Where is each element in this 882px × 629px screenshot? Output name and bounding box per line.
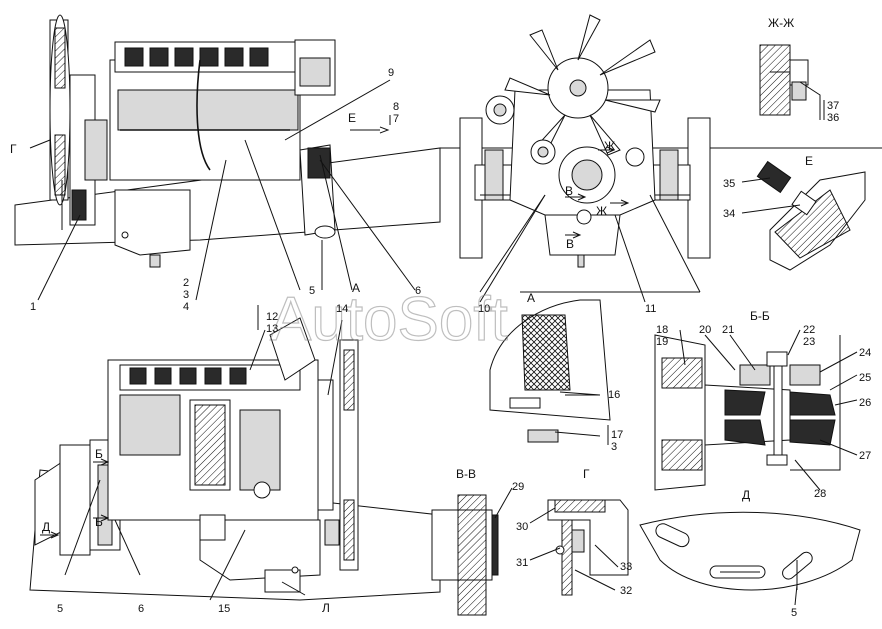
arrow-labels: Г Е А В Ж Ж В Б Б Д: [10, 111, 615, 534]
arrow-label-e: Е: [348, 111, 356, 125]
engine-front-view: [440, 14, 882, 293]
callout-15: 15: [218, 603, 230, 615]
callout-2: 2: [183, 277, 189, 289]
oil-pan-front: [544, 214, 621, 256]
callout-4: 4: [183, 301, 189, 313]
callout-37: 37: [827, 100, 839, 112]
callout-31: 31: [516, 557, 528, 569]
engine-side-view-top: [14, 14, 441, 268]
callout-3b: 3: [611, 441, 617, 453]
view-a-detail: [489, 299, 611, 443]
view-g-detail: [547, 499, 629, 596]
label-view-g: Г: [583, 467, 590, 481]
watermark-text: AutoSoft: [270, 285, 508, 354]
front-mount-top: [71, 189, 87, 221]
arrow-label-d: Д: [42, 520, 50, 534]
callout-30: 30: [516, 521, 528, 533]
fan-blades-front: [504, 14, 661, 156]
callout-numbers: 1 2 3 4 5 6 7 8 9 10 11 12 13 14 15 16 1…: [30, 67, 871, 619]
label-view-e: Е: [805, 154, 813, 168]
arrow-label-a: А: [352, 281, 360, 295]
callout-21: 21: [722, 324, 734, 336]
callout-3: 3: [183, 289, 189, 301]
mount-bolt-bb: [773, 365, 783, 457]
arrow-label-v2: В: [566, 237, 574, 251]
arrow-label-zh2: Ж: [596, 204, 607, 218]
arrow-label-zh1: Ж: [604, 139, 615, 153]
label-view-l: Л: [322, 601, 330, 615]
callout-34: 34: [723, 208, 735, 220]
callout-5a: 5: [309, 285, 315, 297]
callout-22: 22: [803, 324, 815, 336]
callout-29: 29: [512, 481, 524, 493]
arrow-label-b2: Б: [95, 515, 103, 529]
cylinder-head-bottom: [129, 367, 247, 385]
callout-14: 14: [336, 303, 348, 315]
oil-sump-top: [114, 189, 191, 256]
callout-27: 27: [859, 450, 871, 462]
callout-5c: 5: [791, 607, 797, 619]
label-section-vv: В-В: [456, 467, 476, 481]
callout-36: 36: [827, 112, 839, 124]
callout-20: 20: [699, 324, 711, 336]
cylinder-head-bolts: [124, 47, 269, 67]
frame-right-front: [687, 117, 711, 259]
callout-12: 12: [266, 311, 278, 323]
section-zh-zh: [759, 44, 821, 120]
callout-5b: 5: [57, 603, 63, 615]
callout-10: 10: [478, 303, 490, 315]
label-section-zh-zh: Ж-Ж: [768, 16, 794, 30]
arrow-label-b1: Б: [95, 447, 103, 461]
engine-side-view-bottom: [29, 317, 441, 601]
callout-1: 1: [30, 301, 36, 313]
callout-6a: 6: [415, 285, 421, 297]
arrow-label-g: Г: [10, 142, 17, 156]
callout-6b: 6: [138, 603, 144, 615]
view-d-detail: [639, 511, 861, 591]
callout-32: 32: [620, 585, 632, 597]
section-bb: [654, 334, 841, 491]
callout-11: 11: [645, 303, 656, 315]
callout-19: 19: [656, 336, 668, 348]
callout-9: 9: [388, 67, 394, 79]
callout-33: 33: [620, 561, 632, 573]
callout-26: 26: [859, 397, 871, 409]
section-vv: [431, 494, 499, 616]
callout-24: 24: [859, 347, 871, 359]
label-view-a: А: [527, 291, 535, 305]
frame-rail-bottom: [29, 469, 441, 601]
callout-13: 13: [266, 323, 278, 335]
callout-8: 8: [393, 101, 399, 113]
view-labels: Ж-Ж Е Б-Б А В-В Г Д Л: [322, 16, 813, 615]
callout-16: 16: [608, 389, 620, 401]
callout-23: 23: [803, 336, 815, 348]
callout-35: 35: [723, 178, 735, 190]
flywheel-bottom: [317, 379, 334, 511]
callout-7: 7: [393, 113, 399, 125]
callout-25: 25: [859, 372, 871, 384]
callout-17: 17: [611, 429, 623, 441]
label-view-d: Д: [742, 488, 750, 502]
label-section-bb: Б-Б: [750, 309, 770, 323]
callout-28: 28: [814, 488, 826, 500]
view-e-detail: [756, 160, 866, 271]
drain-plug-l: [264, 569, 301, 593]
leader-lines: [29, 79, 858, 606]
callout-18: 18: [656, 324, 668, 336]
arrow-label-v1: В: [565, 184, 573, 198]
